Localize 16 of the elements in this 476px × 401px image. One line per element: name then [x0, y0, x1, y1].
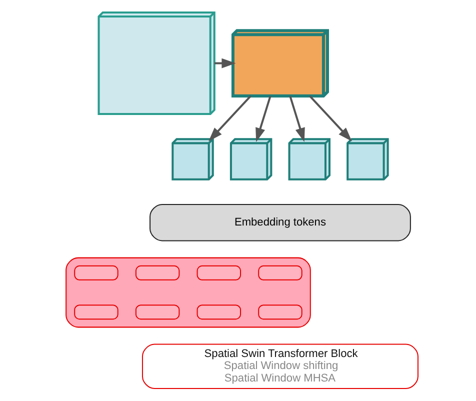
node-box [258, 265, 302, 280]
node-box [74, 304, 118, 320]
arrow [214, 58, 236, 68]
cluster [66, 257, 311, 328]
arrow [256, 96, 272, 142]
node-box [135, 304, 180, 320]
arrow [309, 95, 352, 142]
node-box: Embedding tokens [150, 204, 411, 242]
node-box [196, 265, 242, 280]
arrow [289, 96, 305, 142]
node-box: Spatial Swin Transformer Block Spatial Window shifting Spatial Window MHSA [142, 344, 418, 390]
node-box [74, 265, 118, 280]
node-box [196, 304, 242, 320]
arrow [208, 95, 252, 142]
node-box [135, 265, 180, 280]
node-box [258, 304, 302, 320]
